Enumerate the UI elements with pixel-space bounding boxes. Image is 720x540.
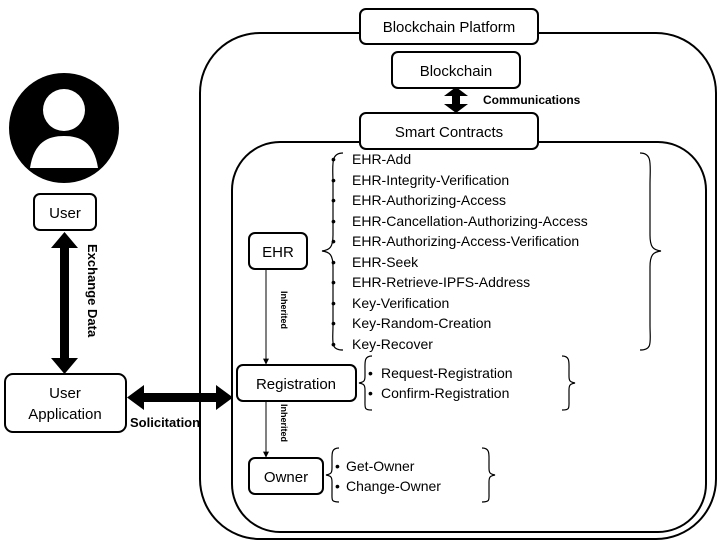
- ehr-box: [248, 232, 308, 270]
- registration-function-item: Request-Registration: [381, 365, 513, 381]
- registration-box: [236, 364, 357, 402]
- ehr-bullet: •: [331, 213, 336, 229]
- communications-arrow: [444, 87, 468, 113]
- blockchain-label: Blockchain: [420, 63, 493, 80]
- user-application-label-line2: Application: [28, 406, 101, 423]
- ehr-function-item: Key-Recover: [352, 336, 433, 352]
- owner-left-brace: [325, 447, 340, 503]
- user-application-box: [4, 373, 127, 433]
- ehr-function-list: • EHR-Add • EHR-Integrity-Verification •…: [331, 151, 588, 352]
- ehr-function-item: Key-Verification: [352, 295, 449, 311]
- ehr-inherited-label: Inherited: [279, 291, 289, 329]
- registration-bullet: •: [368, 385, 373, 401]
- ehr-bullet: •: [331, 274, 336, 290]
- ehr-right-brace: [639, 152, 662, 351]
- blockchain-platform-box: [359, 8, 539, 45]
- owner-function-list: • Get-Owner • Change-Owner: [335, 458, 441, 494]
- owner-label: Owner: [264, 469, 308, 486]
- ehr-function-item: EHR-Authorizing-Access: [352, 192, 506, 208]
- owner-right-brace: [481, 447, 496, 503]
- user-label: User: [49, 205, 81, 222]
- ehr-function-item: EHR-Seek: [352, 254, 419, 270]
- ehr-bullet: •: [331, 315, 336, 331]
- ehr-bullet: •: [331, 295, 336, 311]
- owner-function-item: Get-Owner: [346, 458, 415, 474]
- registration-right-brace: [561, 355, 576, 411]
- registration-left-brace: [358, 355, 373, 411]
- user-application-label-line1: User: [49, 385, 81, 402]
- exchange-data-arrow: [51, 232, 78, 374]
- user-box: [33, 193, 97, 231]
- user-avatar-icon: [9, 73, 119, 183]
- ehr-bullet: •: [331, 172, 336, 188]
- ehr-function-item: Key-Random-Creation: [352, 315, 491, 331]
- ehr-function-item: EHR-Retrieve-IPFS-Address: [352, 274, 530, 290]
- registration-inherited-label: Inherited: [279, 404, 289, 442]
- ehr-bullet: •: [331, 151, 336, 167]
- owner-function-item: Change-Owner: [346, 478, 441, 494]
- ehr-function-item: EHR-Integrity-Verification: [352, 172, 509, 188]
- solicitation-arrow: [127, 385, 233, 410]
- ehr-bullet: •: [331, 336, 336, 352]
- owner-box: [248, 457, 324, 495]
- ehr-function-item: EHR-Authorizing-Access-Verification: [352, 233, 579, 249]
- solicitation-label: Solicitation: [130, 415, 200, 430]
- ehr-bullet: •: [331, 233, 336, 249]
- registration-label: Registration: [256, 376, 336, 393]
- ehr-left-brace: [321, 152, 344, 351]
- registration-function-item: Confirm-Registration: [381, 385, 509, 401]
- smart-contracts-box: [359, 112, 539, 150]
- ehr-bullet: •: [331, 254, 336, 270]
- ehr-function-item: EHR-Cancellation-Authorizing-Access: [352, 213, 588, 229]
- communications-label: Communications: [483, 93, 581, 107]
- blockchain-platform-title: Blockchain Platform: [383, 19, 516, 36]
- registration-bullet: •: [368, 365, 373, 381]
- owner-bullet: •: [335, 458, 340, 474]
- smart-contracts-label: Smart Contracts: [395, 124, 503, 141]
- ehr-function-item: EHR-Add: [352, 151, 411, 167]
- owner-bullet: •: [335, 478, 340, 494]
- registration-function-list: • Request-Registration • Confirm-Registr…: [368, 365, 513, 401]
- ehr-bullet: •: [331, 192, 336, 208]
- exchange-data-label: Exchange Data: [85, 244, 100, 338]
- ehr-label: EHR: [262, 244, 294, 261]
